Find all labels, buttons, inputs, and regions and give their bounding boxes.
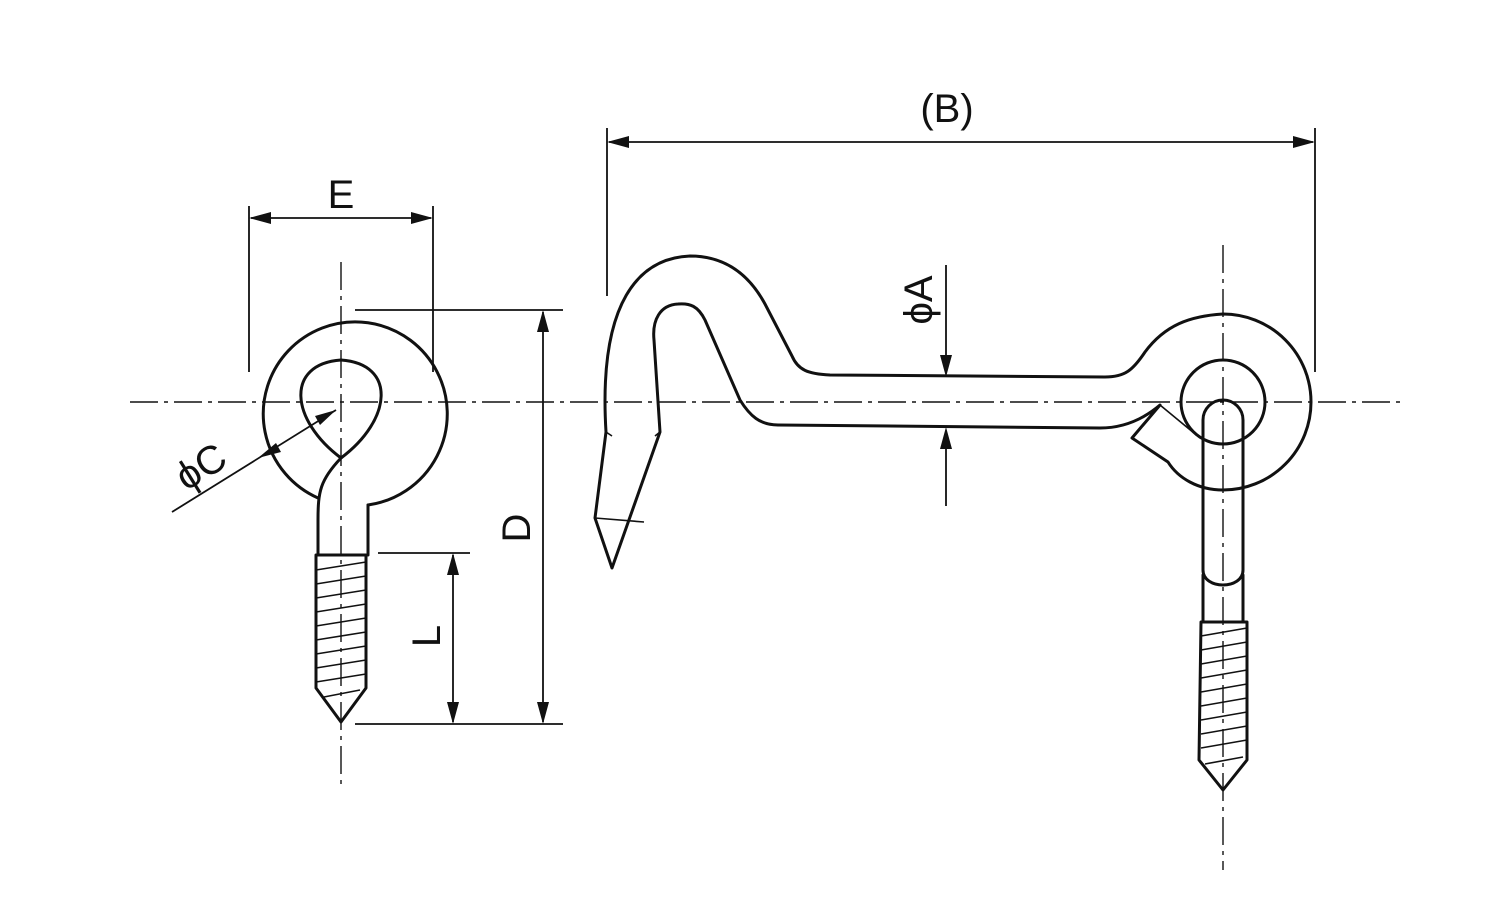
dimension-phi-a: ϕA: [897, 265, 952, 506]
hook-eye-connector: [1159, 404, 1201, 439]
eye-screw: [261, 320, 449, 724]
eye-screw-outer-ring: [261, 320, 449, 507]
dimension-phi-c: ϕC: [168, 409, 337, 513]
hook-eye-inner: [1179, 358, 1267, 446]
hook: [593, 254, 1313, 570]
screw-eye-shank: [1201, 573, 1245, 624]
dimension-b: (B): [606, 87, 1316, 372]
dimension-e: E: [248, 173, 434, 372]
hook-tip-collar: [605, 431, 613, 437]
dimension-phi-c-label: ϕC: [168, 435, 235, 499]
dimension-l-label: L: [405, 625, 449, 647]
screw-eye-loop: [1201, 398, 1245, 587]
screw-eye-thread-body: [1197, 620, 1249, 792]
screw-eye-thread-lines: [1200, 627, 1248, 765]
dimension-l: L: [378, 552, 470, 724]
eye-screw-inner-loop: [299, 358, 383, 460]
eye-screw-shank: [316, 456, 343, 557]
hook-tip-line: [594, 517, 645, 523]
dimension-d-label: D: [495, 514, 539, 543]
dimension-b-label: (B): [920, 87, 973, 131]
dimension-e-label: E: [328, 173, 355, 217]
eye-screw-thread-body: [314, 553, 368, 724]
dimension-phi-a-label: ϕA: [897, 275, 941, 324]
dimension-d: D: [355, 309, 563, 725]
hook-outline: [593, 254, 1313, 570]
screw-eye: [1197, 398, 1249, 792]
eye-screw-thread-lines: [315, 561, 367, 698]
hook-tip-collar-right: [654, 431, 661, 437]
